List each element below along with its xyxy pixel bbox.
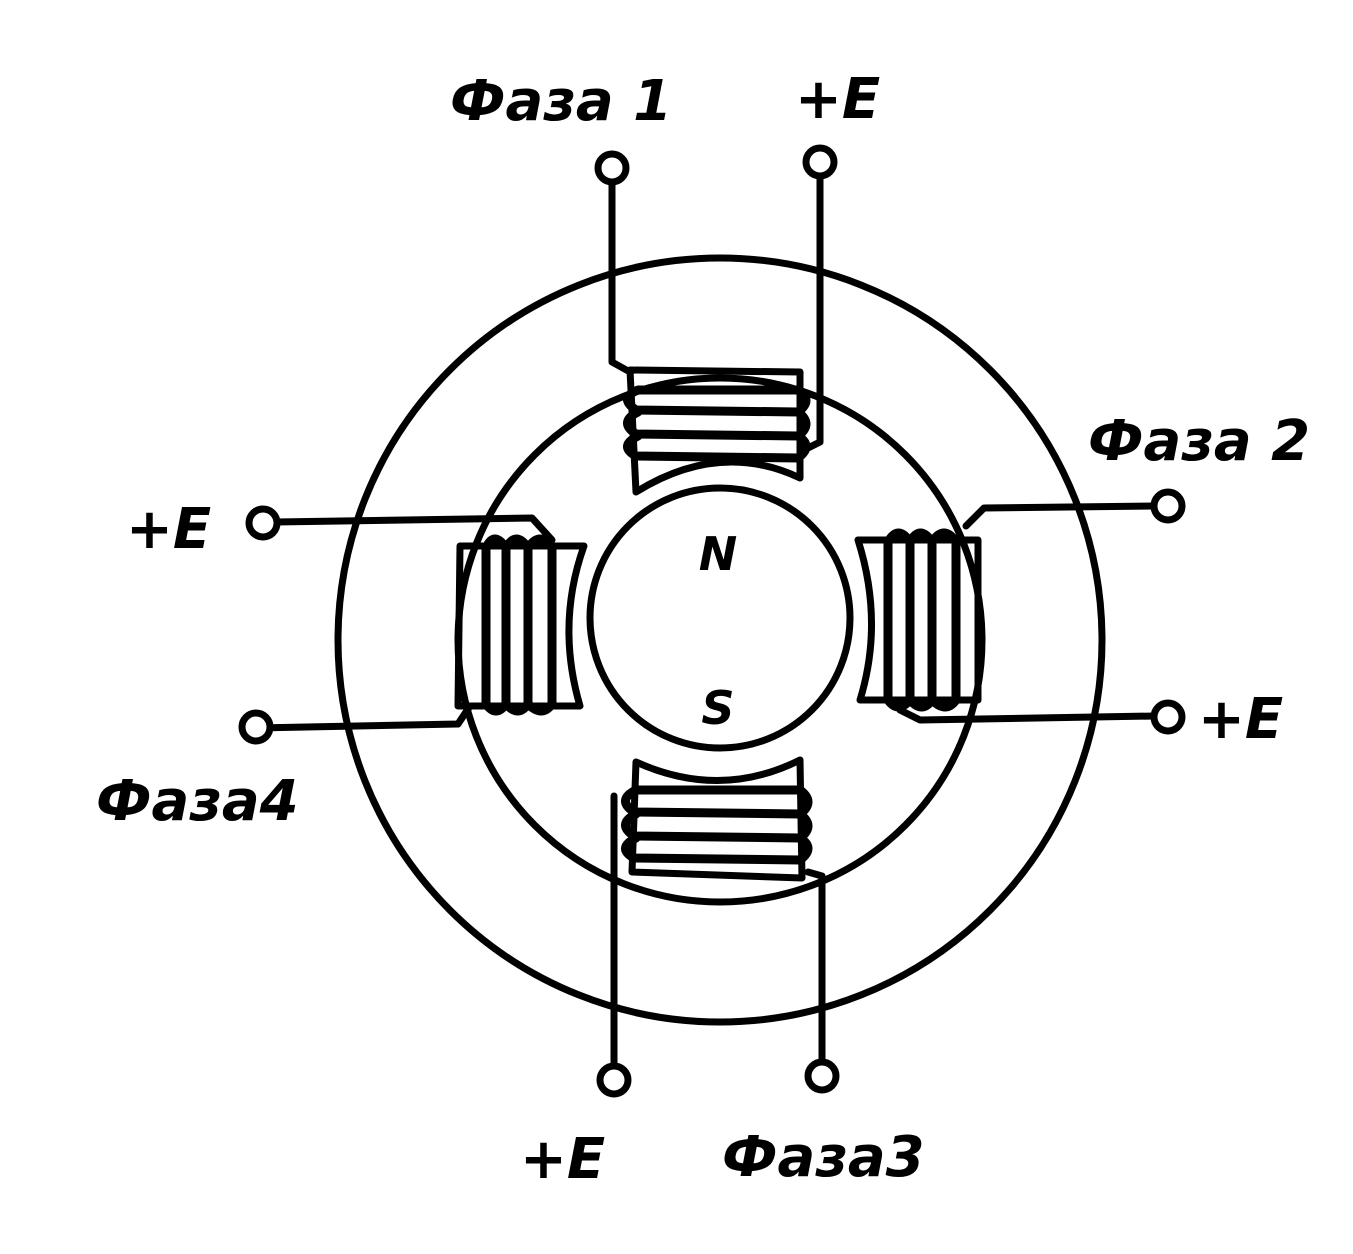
terminal-top-supply (802, 144, 838, 180)
rotor (586, 484, 854, 752)
stator-outer-circle (334, 254, 1106, 1026)
label-left-supply: +E (126, 497, 211, 562)
lead-top-supply (796, 170, 824, 456)
terminal-bottom-supply (596, 1062, 632, 1098)
lead-left-supply (272, 514, 556, 544)
label-right-phase: Фаза 2 (1088, 409, 1310, 474)
pole-top-core (626, 366, 804, 496)
lead-right-supply (896, 706, 1158, 724)
label-bottom-phase: Фаза3 (722, 1125, 925, 1190)
label-right-supply: +E (1198, 687, 1283, 752)
pole-left (238, 505, 588, 745)
terminal-left-phase (238, 709, 274, 745)
terminal-top-phase (594, 150, 630, 186)
coil-top (623, 385, 811, 463)
lead-left-phase (252, 702, 474, 732)
pole-left-core (454, 542, 588, 710)
lead-bottom-phase (804, 868, 826, 1066)
pole-right-core (854, 536, 982, 704)
label-top-phase: Фаза 1 (450, 69, 672, 134)
coil-right (883, 528, 961, 712)
label-top-supply: +E (795, 67, 880, 132)
lead-right-phase (962, 502, 1160, 530)
pole-top (594, 144, 838, 496)
pole-right (854, 488, 1186, 735)
label-bottom-supply: +E (520, 1127, 605, 1192)
rotor-north-label: N (699, 527, 738, 581)
coil-bottom (621, 785, 813, 865)
pole-bottom (596, 756, 840, 1098)
terminal-right-phase (1150, 488, 1186, 524)
terminal-right-supply (1150, 699, 1186, 735)
pole-bottom-core (628, 756, 806, 882)
label-left-phase: Фаза4 (96, 769, 299, 834)
rotor-south-label: S (701, 681, 734, 735)
lead-top-phase (608, 176, 634, 376)
coil-left (481, 534, 557, 716)
terminal-bottom-phase (804, 1058, 840, 1094)
terminal-left-supply (245, 505, 281, 541)
